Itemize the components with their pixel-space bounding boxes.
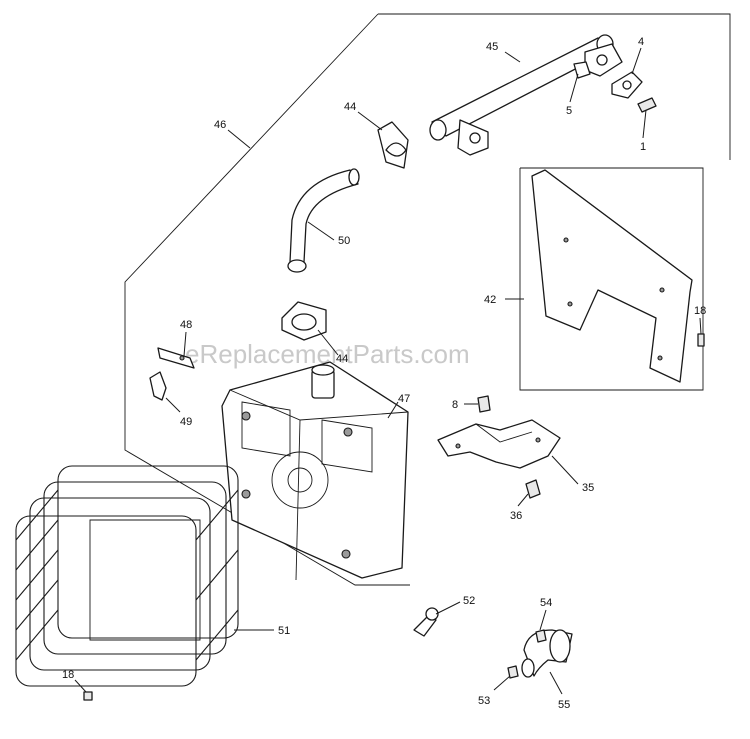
callout-53: 53 — [478, 695, 490, 707]
callout-45: 45 — [486, 41, 498, 53]
bent-tube-part[interactable] — [287, 168, 360, 273]
bolt-36-part[interactable] — [525, 479, 541, 499]
screw-right-part[interactable] — [697, 333, 705, 347]
screw-54-part[interactable] — [535, 629, 547, 643]
callout-54: 54 — [540, 597, 552, 609]
stud-part[interactable] — [637, 97, 657, 113]
callout-52: 52 — [463, 595, 475, 607]
screw-lower-part[interactable] — [83, 691, 93, 701]
callout-55: 55 — [558, 699, 570, 711]
callout-8: 8 — [452, 399, 458, 411]
elbow-outlet-part[interactable] — [521, 629, 573, 678]
wire-guard-part[interactable] — [15, 465, 239, 687]
assembly-46-outline-left — [124, 13, 410, 586]
clip-49-part[interactable] — [149, 371, 167, 401]
callout-47: 47 — [398, 393, 410, 405]
assembly-46-outline — [378, 13, 731, 160]
callout-50: 50 — [338, 235, 350, 247]
sensor-part[interactable] — [413, 607, 439, 637]
muffler-part[interactable] — [221, 361, 409, 581]
callout-44-upper: 44 — [344, 101, 356, 113]
bracket-42-frame — [519, 167, 704, 391]
callout-42: 42 — [484, 294, 496, 306]
callout-18-right: 18 — [694, 305, 706, 317]
callout-5: 5 — [566, 105, 572, 117]
leader-lines — [74, 47, 702, 695]
callout-51: 51 — [278, 625, 290, 637]
callout-1: 1 — [640, 141, 646, 153]
screw-53-part[interactable] — [507, 665, 519, 679]
callout-44-lower: 44 — [336, 353, 348, 365]
callout-35: 35 — [582, 482, 594, 494]
exhaust-pipe-part[interactable] — [429, 34, 623, 156]
callout-36: 36 — [510, 510, 522, 522]
gasket-part[interactable] — [611, 71, 643, 99]
callout-18-lower: 18 — [62, 669, 74, 681]
clamp-lower-part[interactable] — [281, 301, 327, 341]
callout-48: 48 — [180, 319, 192, 331]
callout-46: 46 — [214, 119, 226, 131]
callout-4: 4 — [638, 36, 644, 48]
clip-48-part[interactable] — [157, 347, 195, 369]
bolt-8-part[interactable] — [477, 395, 491, 413]
mounting-bracket-part[interactable] — [437, 419, 561, 469]
callout-labels: 45 4 5 1 44 46 50 42 18 48 44 47 8 49 35… — [62, 36, 706, 711]
heat-shield-bracket-part[interactable] — [531, 169, 693, 383]
clamp-upper-part[interactable] — [377, 121, 409, 169]
callout-49: 49 — [180, 416, 192, 428]
